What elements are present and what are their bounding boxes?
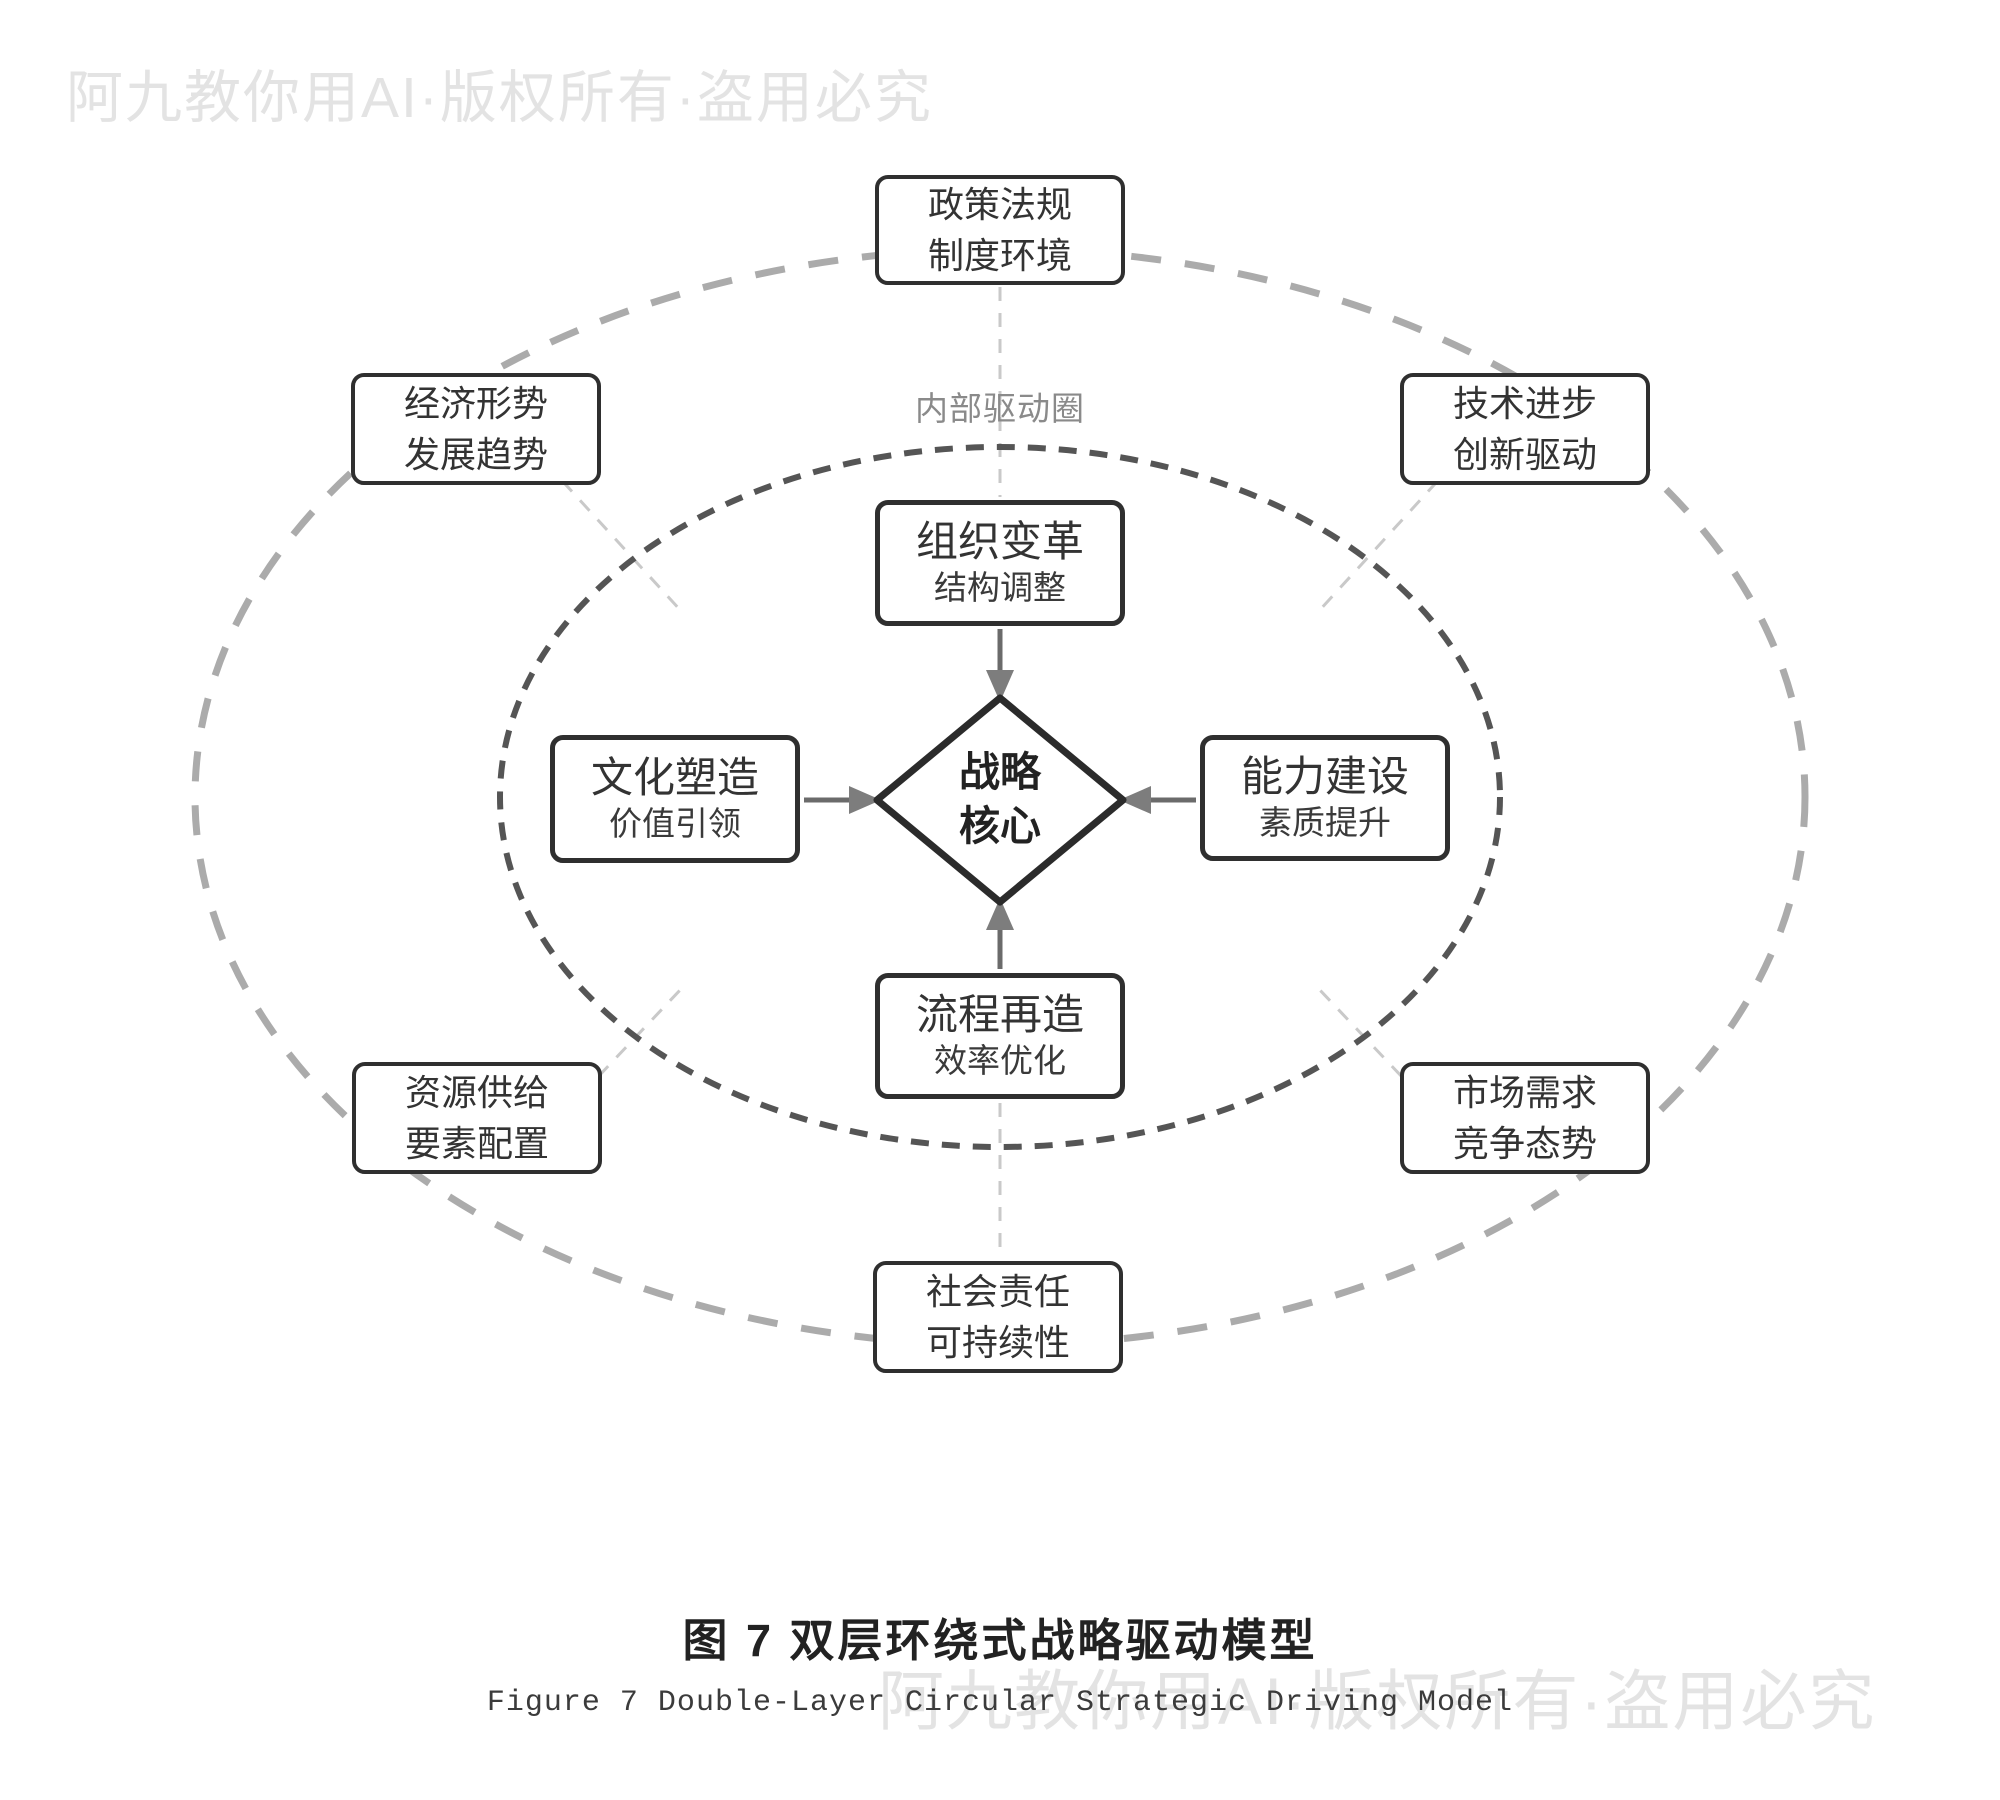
outer-node-policy: 政策法规 制度环境 bbox=[875, 175, 1125, 285]
caption-en: Figure 7 Double-Layer Circular Strategic… bbox=[486, 1686, 1514, 1720]
outer-node-resource: 资源供给 要素配置 bbox=[352, 1062, 602, 1174]
inner-node-culture: 文化塑造 价值引领 bbox=[550, 735, 800, 863]
watermark-top: 阿九教你用AI·版权所有·盗用必究 bbox=[66, 66, 933, 130]
connector-top-left bbox=[543, 460, 684, 614]
inner-ellipse bbox=[497, 444, 1503, 1150]
inner-node-org: 组织变革 结构调整 bbox=[875, 500, 1125, 626]
node-title: 文化塑造 bbox=[590, 753, 759, 801]
inner-circle-label: 内部驱动圈 bbox=[915, 390, 1085, 427]
node-line1: 社会责任 bbox=[925, 1270, 1070, 1312]
node-subtitle: 素质提升 bbox=[1259, 804, 1391, 842]
inner-node-process: 流程再造 效率优化 bbox=[875, 973, 1125, 1099]
core-line1: 战略 bbox=[959, 749, 1041, 795]
caption-zh: 图 7 双层环绕式战略驱动模型 bbox=[682, 1615, 1318, 1666]
arrow-left-head-icon bbox=[849, 786, 881, 814]
outer-ellipse bbox=[191, 245, 1809, 1349]
node-title: 流程再造 bbox=[915, 990, 1084, 1038]
node-line1: 政策法规 bbox=[927, 183, 1072, 225]
node-title: 能力建设 bbox=[1240, 752, 1409, 800]
core-diamond bbox=[873, 694, 1127, 906]
node-title: 组织变革 bbox=[915, 517, 1084, 565]
connector-top-right bbox=[1316, 460, 1457, 614]
arrow-right-head-icon bbox=[1119, 786, 1151, 814]
outer-node-economy: 经济形势 发展趋势 bbox=[351, 373, 601, 485]
node-line2: 可持续性 bbox=[925, 1322, 1070, 1363]
node-line2: 发展趋势 bbox=[403, 434, 548, 475]
core-line2: 核心 bbox=[959, 803, 1041, 850]
inner-node-capability: 能力建设 素质提升 bbox=[1200, 735, 1450, 861]
node-subtitle: 结构调整 bbox=[934, 569, 1066, 607]
outer-node-tech: 技术进步 创新驱动 bbox=[1400, 373, 1650, 485]
node-line2: 创新驱动 bbox=[1452, 434, 1597, 475]
node-subtitle: 效率优化 bbox=[934, 1042, 1066, 1080]
node-line1: 技术进步 bbox=[1452, 382, 1597, 424]
node-line2: 制度环境 bbox=[927, 235, 1072, 276]
arrow-bottom-head-icon bbox=[986, 898, 1014, 930]
node-line1: 市场需求 bbox=[1452, 1071, 1597, 1113]
node-line2: 竞争态势 bbox=[1452, 1123, 1597, 1164]
core-arrows bbox=[804, 629, 1196, 969]
core-label: 战略 核心 bbox=[910, 745, 1090, 853]
outer-node-market: 市场需求 竞争态势 bbox=[1400, 1062, 1650, 1174]
outer-node-social: 社会责任 可持续性 bbox=[873, 1261, 1123, 1373]
arrow-top-head-icon bbox=[986, 670, 1014, 702]
watermark-bottom: 阿九教你用AI·版权所有·盗用必究 bbox=[878, 1664, 1877, 1738]
node-line1: 经济形势 bbox=[403, 382, 548, 424]
node-subtitle: 价值引领 bbox=[609, 805, 741, 843]
node-line1: 资源供给 bbox=[404, 1071, 549, 1113]
node-line2: 要素配置 bbox=[404, 1123, 549, 1164]
